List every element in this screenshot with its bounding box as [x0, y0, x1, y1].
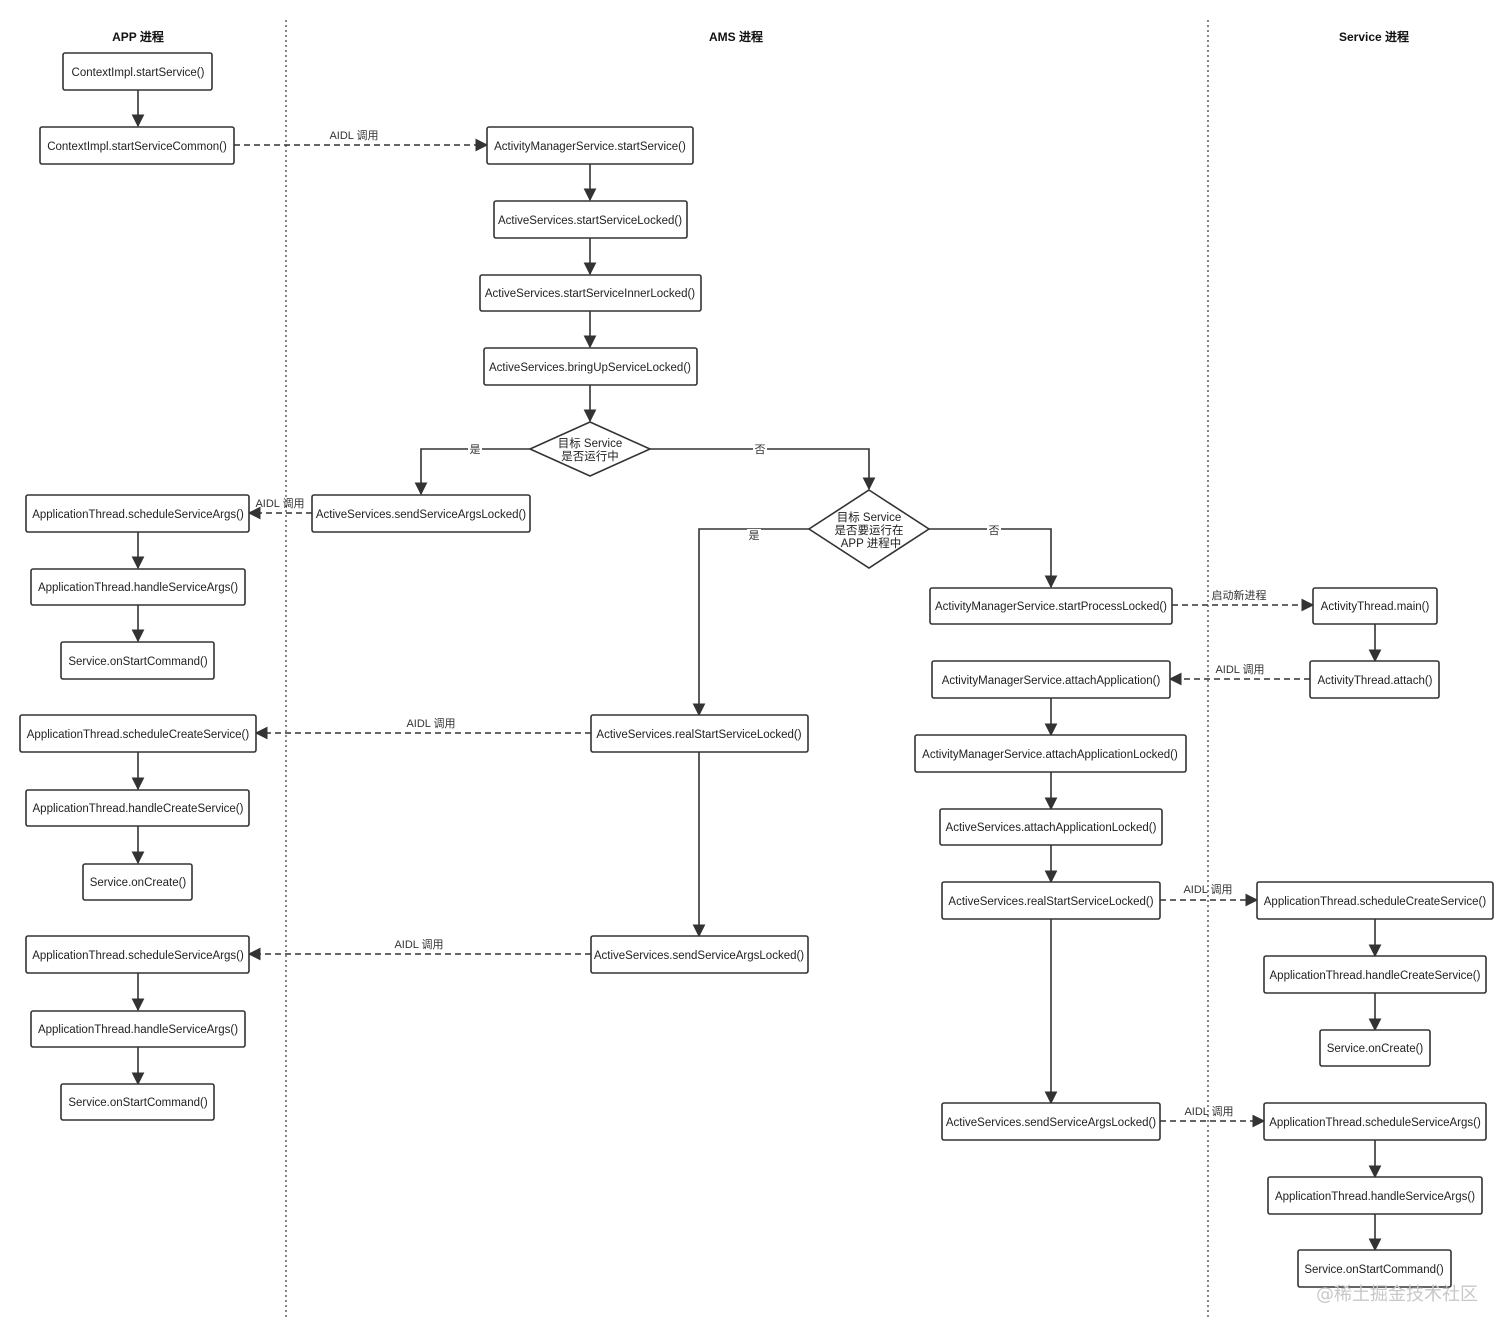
- edge-labels: AIDL 调用 是 否 AIDL 调用 是 否 启动新进程 AIDL 调用 AI…: [255, 129, 1266, 1118]
- node-svc-schedule-create-service: ApplicationThread.scheduleCreateService(…: [1256, 881, 1494, 920]
- node-label: Service.onCreate(): [90, 877, 187, 889]
- decision-line-3: APP 进程中: [841, 537, 902, 550]
- lane-title-ams: AMS 进程: [709, 29, 763, 44]
- node-label: ActiveServices.realStartServiceLocked(): [596, 729, 801, 741]
- node-ams-startservice: ActivityManagerService.startService(): [486, 126, 694, 165]
- node-label: ActivityManagerService.startService(): [494, 141, 686, 153]
- decision-run-in-app-process: 目标 Service 是否要运行在 APP 进程中: [807, 489, 931, 569]
- node-label: ActivityManagerService.startProcessLocke…: [935, 601, 1167, 613]
- node-label: ApplicationThread.handleServiceArgs(): [38, 1024, 238, 1036]
- node-label: ApplicationThread.handleServiceArgs(): [38, 582, 238, 594]
- node-label: ActiveServices.bringUpServiceLocked(): [489, 362, 691, 374]
- edges: [131, 90, 1382, 1252]
- decision-line-1: 目标 Service: [837, 511, 902, 524]
- label-new-process: 启动新进程: [1212, 588, 1267, 602]
- label-decision2-no: 否: [989, 525, 1000, 537]
- nodes: ContextImpl.startService() ContextImpl.s…: [19, 52, 1494, 1288]
- node-label: ApplicationThread.handleServiceArgs(): [1275, 1191, 1475, 1203]
- node-as-bringupservicelocked: ActiveServices.bringUpServiceLocked(): [483, 347, 698, 386]
- node-svc-handle-service-args: ApplicationThread.handleServiceArgs(): [1267, 1176, 1483, 1215]
- label-decision1-yes: 是: [470, 443, 481, 456]
- node-as-attachapplicationlocked: ActiveServices.attachApplicationLocked(): [939, 808, 1163, 846]
- label-aidl-ctxcommon: AIDL 调用: [329, 129, 378, 142]
- node-activitythread-main: ActivityThread.main(): [1312, 587, 1438, 625]
- node-label: ActivityThread.attach(): [1317, 675, 1432, 687]
- edge-decision2-yes: [692, 528, 809, 717]
- node-app-handle-create-service: ApplicationThread.handleCreateService(): [25, 789, 250, 827]
- node-as-sendserviceargslocked-3: ActiveServices.sendServiceArgsLocked(): [941, 1102, 1161, 1141]
- lane-title-service: Service 进程: [1339, 29, 1409, 44]
- node-as-sendserviceargslocked-2: ActiveServices.sendServiceArgsLocked(): [590, 935, 809, 974]
- node-label: ActivityManagerService.attachApplication…: [942, 675, 1161, 687]
- node-label: ActiveServices.realStartServiceLocked(): [948, 896, 1153, 908]
- node-label: ActivityThread.main(): [1321, 601, 1430, 613]
- node-label: ApplicationThread.scheduleServiceArgs(): [32, 509, 244, 521]
- node-label: ActiveServices.startServiceLocked(): [498, 215, 682, 227]
- node-label: ContextImpl.startServiceCommon(): [47, 141, 227, 153]
- node-label: ApplicationThread.scheduleCreateService(…: [27, 729, 250, 741]
- node-label: ApplicationThread.scheduleServiceArgs(): [32, 950, 244, 962]
- decision-service-running: 目标 Service 是否运行中: [528, 421, 652, 477]
- node-label: Service.onStartCommand(): [1304, 1264, 1443, 1276]
- node-app-schedule-create-service: ApplicationThread.scheduleCreateService(…: [19, 714, 257, 753]
- edge-decision1-yes: [414, 448, 530, 496]
- node-contextimpl-startservice: ContextImpl.startService(): [62, 52, 213, 91]
- node-app-onstartcommand-2: Service.onStartCommand(): [60, 1083, 215, 1121]
- node-label: ActiveServices.sendServiceArgsLocked(): [316, 509, 526, 521]
- node-app-handle-service-args-1: ApplicationThread.handleServiceArgs(): [30, 568, 246, 606]
- node-ams-startprocesslocked: ActivityManagerService.startProcessLocke…: [929, 587, 1173, 625]
- node-ams-attachapplicationlocked: ActivityManagerService.attachApplication…: [914, 734, 1187, 773]
- node-app-oncreate: Service.onCreate(): [82, 863, 193, 901]
- node-svc-onstartcommand: Service.onStartCommand(): [1297, 1249, 1452, 1288]
- node-as-realstartservicelocked-1: ActiveServices.realStartServiceLocked(): [590, 714, 809, 753]
- label-aidl-send1: AIDL 调用: [255, 497, 304, 510]
- node-label: Service.onCreate(): [1327, 1043, 1424, 1055]
- node-as-realstartservicelocked-2: ActiveServices.realStartServiceLocked(): [941, 881, 1161, 920]
- edge-decision1-no: [650, 448, 876, 491]
- node-app-onstartcommand-1: Service.onStartCommand(): [60, 641, 215, 680]
- label-aidl-atattach: AIDL 调用: [1215, 663, 1264, 676]
- node-label: ApplicationThread.scheduleServiceArgs(): [1269, 1117, 1481, 1129]
- node-contextimpl-startservicecommon: ContextImpl.startServiceCommon(): [39, 126, 235, 165]
- node-label: ActivityManagerService.attachApplication…: [922, 749, 1178, 761]
- node-label: Service.onStartCommand(): [68, 1097, 207, 1109]
- node-label: ActiveServices.startServiceInnerLocked(): [485, 288, 695, 300]
- node-app-schedule-service-args-1: ApplicationThread.scheduleServiceArgs(): [25, 494, 250, 533]
- node-label: ActiveServices.sendServiceArgsLocked(): [594, 950, 804, 962]
- decision-line-2: 是否要运行在: [835, 524, 904, 537]
- node-label: ActiveServices.attachApplicationLocked(): [946, 822, 1157, 834]
- label-aidl-real2: AIDL 调用: [1183, 883, 1232, 896]
- node-as-startservicelocked: ActiveServices.startServiceLocked(): [493, 200, 688, 239]
- label-decision2-yes: 是: [749, 529, 760, 542]
- node-app-schedule-service-args-2: ApplicationThread.scheduleServiceArgs(): [25, 935, 250, 974]
- node-label: ApplicationThread.handleCreateService(): [33, 803, 244, 815]
- node-label: ActiveServices.sendServiceArgsLocked(): [946, 1117, 1156, 1129]
- node-as-startserviceinnerlocked: ActiveServices.startServiceInnerLocked(): [479, 274, 702, 312]
- decision-line-1: 目标 Service: [558, 437, 623, 450]
- watermark: @稀土掘金技术社区: [1316, 1284, 1478, 1305]
- node-activitythread-attach: ActivityThread.attach(): [1309, 660, 1440, 699]
- node-label: ApplicationThread.scheduleCreateService(…: [1264, 896, 1487, 908]
- label-aidl-send2: AIDL 调用: [394, 938, 443, 951]
- edge-decision2-no: [929, 528, 1058, 589]
- node-svc-schedule-service-args: ApplicationThread.scheduleServiceArgs(): [1263, 1102, 1487, 1141]
- label-aidl-real1: AIDL 调用: [406, 717, 455, 730]
- label-aidl-send3: AIDL 调用: [1184, 1105, 1233, 1118]
- node-ams-attachapplication: ActivityManagerService.attachApplication…: [931, 660, 1171, 699]
- node-svc-oncreate: Service.onCreate(): [1319, 1029, 1431, 1067]
- node-svc-handle-create-service: ApplicationThread.handleCreateService(): [1263, 955, 1487, 994]
- decision-line-2: 是否运行中: [561, 450, 619, 463]
- node-label: ContextImpl.startService(): [72, 67, 205, 79]
- node-label: Service.onStartCommand(): [68, 656, 207, 668]
- label-decision1-no: 否: [755, 444, 766, 456]
- lane-title-app: APP 进程: [112, 29, 164, 44]
- node-app-handle-service-args-2: ApplicationThread.handleServiceArgs(): [30, 1010, 246, 1048]
- node-label: ApplicationThread.handleCreateService(): [1270, 970, 1481, 982]
- node-as-sendserviceargslocked-1: ActiveServices.sendServiceArgsLocked(): [311, 494, 531, 533]
